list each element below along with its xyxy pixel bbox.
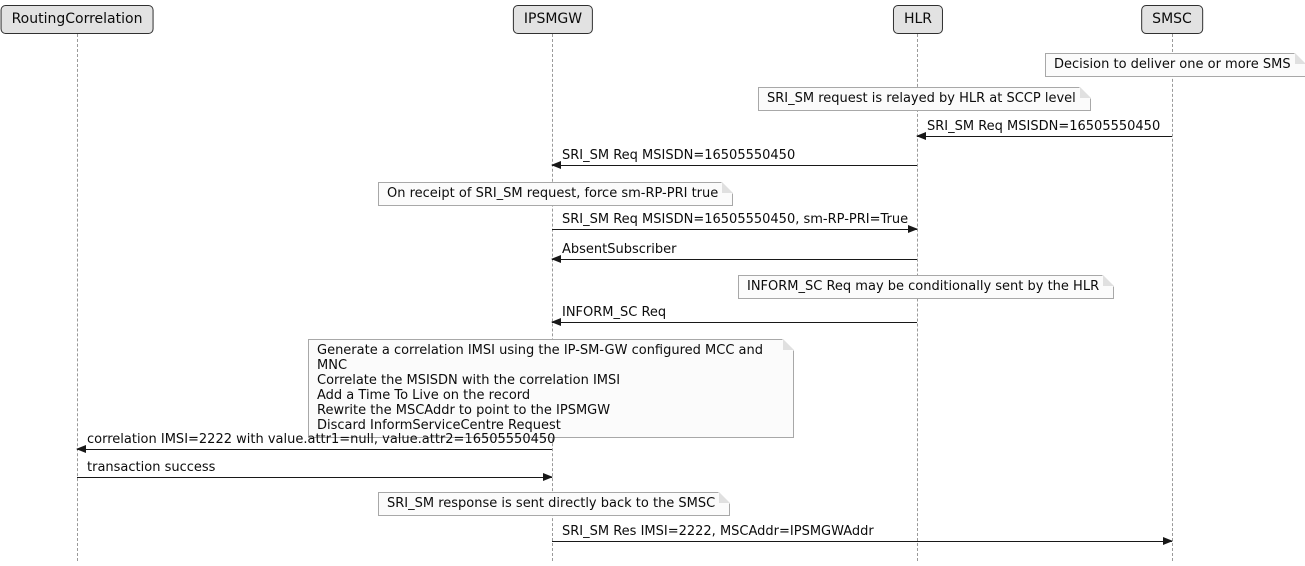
message-sri-sm-req-sm-rp-pri: SRI_SM Req MSISDN=16505550450, sm-RP-PRI…	[552, 210, 918, 233]
arrowhead-left-icon	[916, 132, 926, 140]
lifeline-smsc	[1172, 34, 1173, 561]
note-fold-icon	[782, 339, 794, 351]
message-label: SRI_SM Req MSISDN=16505550450, sm-RP-PRI…	[562, 212, 909, 227]
note-text: SRI_SM request is relayed by HLR at SCCP…	[767, 91, 1076, 106]
message-label: correlation IMSI=2222 with value.attr1=n…	[87, 432, 556, 447]
participant-routingcorrelation: RoutingCorrelation	[0, 5, 154, 34]
message-sri-sm-res: SRI_SM Res IMSI=2222, MSCAddr=IPSMGWAddr	[552, 522, 1173, 545]
lifeline-routingcorrelation	[77, 34, 78, 561]
message-label: SRI_SM Req MSISDN=16505550450	[562, 148, 796, 163]
message-line	[77, 473, 553, 481]
message-label: SRI_SM Res IMSI=2222, MSCAddr=IPSMGWAddr	[562, 524, 874, 539]
participant-hlr: HLR	[892, 5, 944, 34]
note-text: INFORM_SC Req may be conditionally sent …	[747, 279, 1100, 294]
note-fold-icon	[1293, 53, 1305, 65]
arrowhead-left-icon	[551, 161, 561, 169]
note-text: Decision to deliver one or more SMS	[1054, 57, 1291, 72]
message-line	[551, 318, 917, 326]
message-line	[551, 255, 917, 263]
arrowhead-left-icon	[551, 255, 561, 263]
note-fold-icon	[718, 492, 731, 504]
message-label: INFORM_SC Req	[562, 305, 667, 320]
participant-smsc: SMSC	[1141, 5, 1203, 34]
note-text: On receipt of SRI_SM request, force sm-R…	[387, 186, 719, 201]
note-fold-icon	[1078, 87, 1091, 99]
message-line	[551, 161, 917, 169]
arrowhead-left-icon	[76, 445, 86, 453]
message-sri-sm-req-smsc-hlr: SRI_SM Req MSISDN=16505550450	[916, 117, 1172, 140]
message-line	[552, 225, 918, 233]
message-line	[76, 445, 552, 453]
message-label: SRI_SM Req MSISDN=16505550450	[927, 119, 1161, 134]
note-text-line: Add a Time To Live on the record	[317, 388, 531, 403]
note-text-line: Rewrite the MSCAddr to point to the IPSM…	[317, 403, 611, 418]
note-inform-sc-conditional: INFORM_SC Req may be conditionally sent …	[738, 275, 1115, 299]
lifeline-ipsmgw	[552, 34, 553, 561]
note-decision-deliver-sms: Decision to deliver one or more SMS	[1045, 53, 1305, 77]
message-absent-subscriber: AbsentSubscriber	[551, 240, 917, 263]
note-correlation-processing: Generate a correlation IMSI using the IP…	[308, 339, 794, 438]
note-text: SRI_SM response is sent directly back to…	[387, 496, 716, 511]
note-fold-icon	[721, 182, 734, 194]
message-inform-sc-req: INFORM_SC Req	[551, 303, 917, 326]
note-fold-icon	[1102, 275, 1115, 287]
arrowhead-left-icon	[551, 318, 561, 326]
note-text-line: Correlate the MSISDN with the correlatio…	[317, 373, 621, 388]
message-label: transaction success	[87, 460, 216, 475]
note-force-sm-rp-pri: On receipt of SRI_SM request, force sm-R…	[378, 182, 734, 206]
message-line	[552, 537, 1173, 545]
arrowhead-right-icon	[1163, 537, 1173, 545]
note-response-direct-smsc: SRI_SM response is sent directly back to…	[378, 492, 731, 516]
message-sri-sm-req-hlr-ipsmgw: SRI_SM Req MSISDN=16505550450	[551, 146, 917, 169]
note-text-line: Discard InformServiceCentre Request	[317, 418, 561, 433]
note-text-line: Generate a correlation IMSI using the IP…	[317, 343, 764, 373]
arrowhead-right-icon	[543, 473, 553, 481]
participant-ipsmgw: IPSMGW	[512, 5, 594, 34]
note-sccp-relay: SRI_SM request is relayed by HLR at SCCP…	[758, 87, 1091, 111]
message-transaction-success: transaction success	[77, 458, 553, 481]
message-line	[916, 132, 1172, 140]
message-correlation-imsi: correlation IMSI=2222 with value.attr1=n…	[76, 430, 556, 453]
message-label: AbsentSubscriber	[562, 242, 677, 257]
arrowhead-right-icon	[908, 225, 918, 233]
